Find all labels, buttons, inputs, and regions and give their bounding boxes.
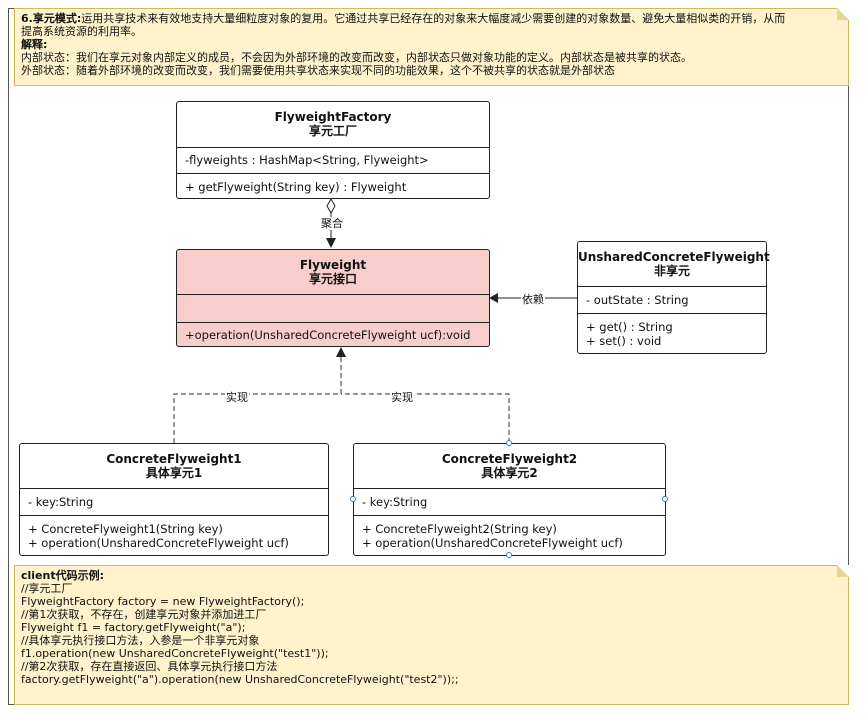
realize-label-2: 实现 [390, 391, 414, 404]
note-title: 6.享元模式: [21, 12, 82, 25]
aggregation-arrowhead [326, 238, 336, 248]
class-name: ConcreteFlyweight1 [106, 452, 242, 466]
field: -flyweights : HashMap<String, Flyweight> [185, 153, 429, 167]
field-section: - key:String [354, 488, 665, 515]
concrete-flyweight2-class[interactable]: ConcreteFlyweight2 具体享元2 - key:String + … [353, 443, 666, 556]
method-section: + ConcreteFlyweight2(String key) + opera… [354, 515, 665, 556]
realize-label-1: 实现 [225, 391, 249, 404]
code-line: //第2次获取，存在直接返回、具体享元执行接口方法 [21, 660, 278, 673]
code-line: f1.operation(new UnsharedConcreteFlyweig… [21, 647, 329, 660]
method: + operation(UnsharedConcreteFlyweight uc… [28, 536, 289, 550]
concrete-flyweight1-class[interactable]: ConcreteFlyweight1 具体享元1 - key:String + … [19, 443, 329, 556]
note-desc-line1: 运用共享技术来有效地支持大量细粒度对象的复用。它通过共享已经存在的对象来大幅度减… [81, 12, 786, 25]
class-header: FlyweightFactory 享元工厂 [177, 102, 489, 138]
class-cn-name: 享元工厂 [308, 124, 357, 138]
field-section: - outState : String [578, 286, 766, 313]
dependency-arrowhead [489, 293, 498, 303]
code-line: //具体享元执行接口方法，入参是一个非享元对象 [21, 634, 260, 647]
class-name: UnsharedConcreteFlyweight [578, 250, 770, 264]
class-name: ConcreteFlyweight2 [441, 452, 578, 466]
field: - outState : String [586, 293, 689, 307]
method-section: +operation(UnsharedConcreteFlyweight ucf… [177, 322, 489, 347]
note-fold-corner [837, 565, 849, 577]
description-note: 6.享元模式:运用共享技术来有效地支持大量细粒度对象的复用。它通过共享已经存在的… [14, 8, 849, 86]
class-name: FlyweightFactory [274, 110, 392, 124]
realize-line-2 [341, 393, 510, 443]
method-section: + getFlyweight(String key) : Flyweight [177, 173, 489, 199]
field-section: - key:String [20, 488, 328, 515]
code-line: factory.getFlyweight("a").operation(new … [21, 673, 459, 686]
method-section: + ConcreteFlyweight1(String key) + opera… [20, 515, 328, 556]
class-name: Flyweight [299, 258, 367, 272]
method: +operation(UnsharedConcreteFlyweight ucf… [185, 328, 471, 342]
unshared-concrete-flyweight-class[interactable]: UnsharedConcreteFlyweight 非享元 - outState… [577, 241, 770, 354]
realize-arrowhead [336, 347, 346, 357]
method: + set() : void [586, 334, 662, 348]
flyweight-interface-class[interactable]: Flyweight 享元接口 +operation(UnsharedConcre… [176, 249, 490, 347]
code-line: //享元工厂 [21, 582, 73, 595]
connection-port-top[interactable] [506, 440, 512, 446]
method: + operation(UnsharedConcreteFlyweight uc… [362, 536, 623, 550]
note-title: client代码示例: [21, 569, 105, 582]
code-line: Flyweight f1 = factory.getFlyweight("a")… [21, 621, 246, 634]
field-section: -flyweights : HashMap<String, Flyweight> [177, 147, 489, 173]
note-fold-corner [837, 8, 849, 20]
flyweight-factory-class[interactable]: FlyweightFactory 享元工厂 -flyweights : Hash… [176, 101, 490, 199]
note-desc-line2: 提高系统资源的利用率。 [21, 25, 142, 38]
class-header: ConcreteFlyweight2 具体享元2 [354, 444, 665, 480]
method-section: + get() : String + set() : void [578, 313, 766, 354]
code-line: //第1次获取，不存在，创建享元对象并添加进工厂 [21, 608, 267, 621]
class-header: ConcreteFlyweight1 具体享元1 [20, 444, 328, 480]
realize-line-1 [173, 356, 342, 443]
class-header: Flyweight 享元接口 [177, 250, 489, 286]
method: + getFlyweight(String key) : Flyweight [185, 180, 407, 194]
field: - key:String [28, 495, 94, 509]
class-header: UnsharedConcreteFlyweight 非享元 [578, 242, 770, 278]
method: + ConcreteFlyweight1(String key) [28, 522, 223, 536]
client-code-note: client代码示例: //享元工厂 FlyweightFactory fact… [14, 565, 849, 705]
code-line: FlyweightFactory factory = new Flyweight… [21, 595, 305, 608]
method: + ConcreteFlyweight2(String key) [362, 522, 557, 536]
class-cn-name: 非享元 [653, 264, 690, 278]
connection-port-bottom[interactable] [506, 552, 512, 558]
field-section [177, 294, 489, 322]
class-cn-name: 具体享元1 [145, 466, 203, 480]
aggregation-diamond [326, 197, 336, 215]
aggregation-label: 聚合 [320, 217, 344, 230]
method: + get() : String [586, 320, 673, 334]
class-cn-name: 具体享元2 [481, 466, 538, 480]
note-external-state: 外部状态：随着外部环境的改变而改变，我们需要使用共享状态来实现不同的功能效果，这… [21, 64, 615, 77]
field: - key:String [362, 495, 428, 509]
connection-port-left[interactable] [350, 496, 356, 502]
dependency-label: 依赖 [521, 293, 545, 306]
note-explain-label: 解释: [21, 38, 48, 51]
class-cn-name: 享元接口 [308, 272, 357, 286]
connection-port-right[interactable] [662, 496, 668, 502]
note-internal-state: 内部状态：我们在享元对象内部定义的成员，不会因为外部环境的改变而改变，内部状态只… [21, 51, 692, 64]
